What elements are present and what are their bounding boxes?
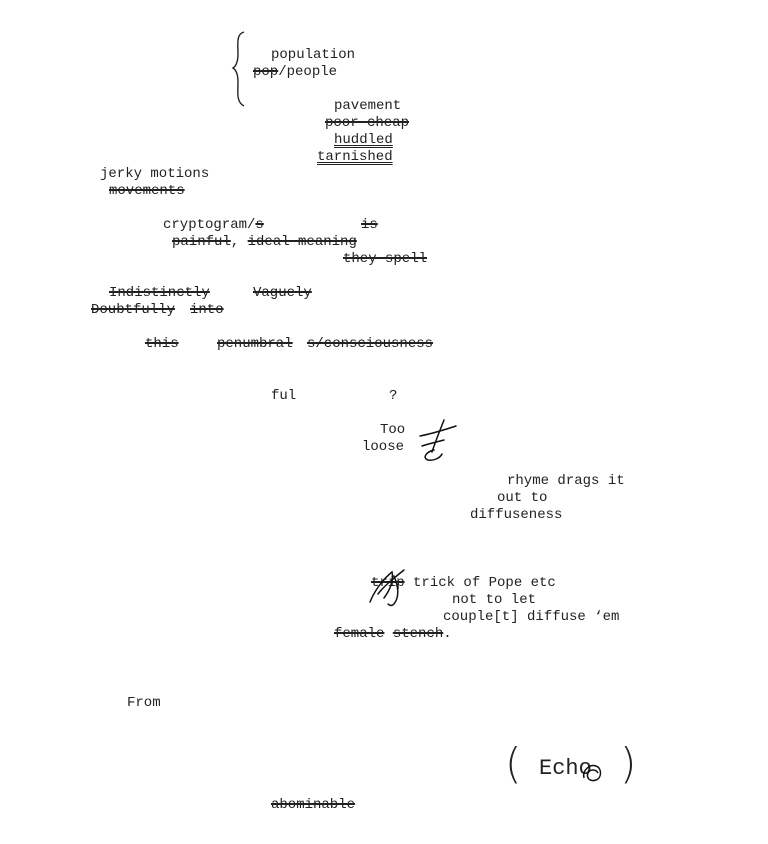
struck-pop: pop — [253, 64, 279, 80]
question-mark: ? — [389, 388, 398, 404]
struck-doubtfully: Doubtfully — [91, 302, 176, 318]
phrase-couplet-diffuse: couple[t] diffuse ‘em — [443, 609, 620, 625]
word-huddled: huddled — [334, 132, 393, 148]
circled-letter-mark — [582, 764, 602, 782]
word-diffuseness: diffuseness — [470, 507, 563, 523]
word-from: From — [127, 695, 161, 711]
struck-movements: movements — [109, 183, 185, 199]
word-people: /people — [278, 64, 338, 80]
word-pavement: pavement — [334, 98, 402, 114]
word-echo: Echo — [539, 756, 592, 781]
phrase-out-to: out to — [497, 490, 548, 506]
phrase-not-to-let: not to let — [452, 592, 537, 608]
struck-penumbral: penumbral — [217, 336, 293, 352]
struck-abominable: abominable — [271, 797, 356, 813]
struck-ideal-meaning: ideal meaning — [247, 234, 357, 250]
handwritten-scribble-mark — [369, 569, 405, 607]
line-painful-ideal: painful, ideal meaning — [172, 234, 357, 250]
struck-female: female — [334, 626, 385, 642]
word-ful: ful — [271, 388, 297, 404]
word-cryptogram: cryptogram/s — [163, 217, 264, 233]
line-pop-people: pop/people — [253, 64, 337, 81]
struck-vaguely: Vaguely — [253, 285, 312, 301]
line-trick-of-pope: trip trick of Pope etc — [371, 575, 556, 591]
struck-poor-cheap: poor cheap — [325, 115, 410, 131]
line-female-stench: female stench. — [334, 626, 452, 642]
word-population: population — [271, 47, 356, 63]
struck-s: s — [255, 217, 264, 233]
struck-consciousness: s/consciousness — [307, 336, 434, 352]
handwritten-scribble-mark — [419, 419, 457, 461]
struck-is: is — [361, 217, 378, 233]
word-tarnished: tarnished — [317, 149, 393, 165]
struck-this: this — [145, 336, 179, 352]
word-too: Too — [380, 422, 406, 438]
struck-they-spell: they spell — [343, 251, 428, 267]
struck-stench: stench — [392, 626, 444, 642]
struck-indistinctly: Indistinctly — [109, 285, 210, 301]
word-loose: loose — [362, 439, 405, 455]
struck-into: into — [190, 302, 224, 318]
phrase-jerky-motions: jerky motions — [100, 166, 210, 182]
open-parenthesis: ( — [505, 739, 522, 788]
phrase-rhyme-drags-it: rhyme drags it — [507, 473, 625, 489]
curly-brace-mark — [231, 31, 245, 107]
struck-painful: painful — [172, 234, 231, 250]
close-parenthesis: ) — [620, 739, 637, 788]
